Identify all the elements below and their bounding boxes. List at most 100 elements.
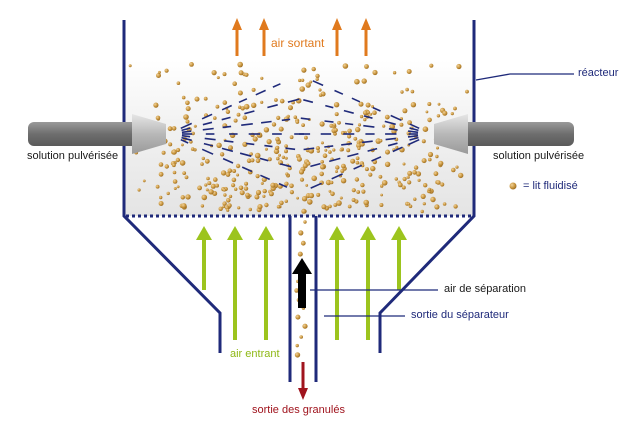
particle bbox=[278, 153, 281, 157]
particle bbox=[433, 171, 439, 177]
particle bbox=[301, 208, 307, 214]
particle bbox=[289, 135, 294, 140]
particle bbox=[289, 190, 294, 195]
particle bbox=[333, 203, 338, 207]
particle bbox=[422, 126, 429, 132]
spray-dash bbox=[324, 145, 334, 148]
particle bbox=[415, 171, 422, 177]
particle bbox=[394, 177, 398, 181]
legend-particle-icon bbox=[509, 182, 517, 190]
particle bbox=[355, 156, 360, 161]
particle bbox=[380, 184, 384, 188]
reactor-label: réacteur bbox=[578, 67, 619, 79]
particle bbox=[222, 188, 226, 192]
particle bbox=[421, 158, 427, 164]
particle bbox=[167, 126, 173, 132]
spray-dash bbox=[341, 142, 353, 146]
particle bbox=[301, 196, 308, 202]
air-out-label: air sortant bbox=[271, 36, 325, 50]
particle bbox=[267, 157, 272, 162]
spray-dash bbox=[363, 115, 373, 119]
particle bbox=[299, 335, 304, 339]
particle bbox=[240, 106, 245, 111]
particle bbox=[340, 178, 347, 184]
particle bbox=[155, 184, 160, 189]
particle bbox=[222, 201, 227, 206]
particle bbox=[423, 183, 428, 188]
particle bbox=[354, 78, 360, 85]
spray-dash bbox=[334, 89, 344, 95]
particle bbox=[379, 139, 383, 143]
particle bbox=[185, 119, 190, 124]
particle bbox=[284, 199, 288, 203]
particle bbox=[347, 204, 352, 209]
spray-dash bbox=[407, 134, 419, 138]
particle bbox=[285, 172, 289, 176]
spray-dash bbox=[181, 136, 192, 142]
particle bbox=[254, 152, 261, 159]
particle bbox=[242, 115, 248, 120]
particle bbox=[355, 160, 360, 165]
particle bbox=[458, 172, 464, 179]
spray-dash bbox=[324, 120, 334, 123]
particle bbox=[369, 112, 373, 116]
particle bbox=[242, 141, 248, 147]
particle bbox=[440, 182, 445, 187]
particle bbox=[236, 112, 241, 117]
particle bbox=[296, 196, 299, 200]
air-out-arrows bbox=[232, 18, 371, 56]
particle bbox=[325, 179, 332, 186]
particle bbox=[232, 169, 237, 173]
particle bbox=[339, 196, 343, 200]
particle bbox=[384, 114, 390, 120]
spray-dash bbox=[392, 146, 403, 153]
particle bbox=[299, 86, 306, 92]
spray-dash bbox=[255, 89, 266, 96]
particle bbox=[436, 114, 441, 118]
spray-dash bbox=[260, 174, 271, 181]
left-spray-nozzle bbox=[28, 114, 166, 154]
particle bbox=[332, 148, 336, 152]
particle bbox=[260, 181, 264, 185]
particle bbox=[204, 183, 208, 187]
particle bbox=[364, 167, 369, 172]
spray-dash bbox=[312, 80, 324, 87]
particle bbox=[328, 189, 332, 193]
spray-dash bbox=[384, 120, 396, 126]
particle bbox=[256, 132, 263, 138]
particle bbox=[453, 106, 457, 111]
particle bbox=[397, 182, 403, 188]
particle bbox=[225, 172, 231, 177]
particle bbox=[234, 187, 238, 191]
particle bbox=[351, 188, 356, 193]
fluid-bed-legend-label: = lit fluidisé bbox=[523, 180, 578, 192]
spray-dash bbox=[303, 99, 314, 104]
leader-lines bbox=[310, 73, 574, 317]
spray-dash bbox=[246, 142, 255, 146]
particle bbox=[362, 110, 368, 116]
particle bbox=[289, 183, 294, 189]
spray-dash bbox=[409, 127, 419, 132]
particle bbox=[244, 181, 249, 186]
particle bbox=[164, 68, 169, 73]
particle bbox=[223, 193, 227, 197]
particle bbox=[193, 124, 197, 128]
particle bbox=[176, 147, 181, 153]
particle bbox=[315, 73, 320, 79]
spray-dash bbox=[278, 182, 288, 188]
particle bbox=[216, 142, 222, 148]
particle bbox=[316, 192, 321, 197]
particle bbox=[420, 209, 424, 214]
particle bbox=[222, 100, 228, 105]
particle bbox=[305, 82, 311, 88]
particle bbox=[203, 96, 208, 101]
particle bbox=[435, 154, 439, 159]
particle bbox=[171, 149, 177, 155]
particle bbox=[251, 102, 257, 109]
spray-dash bbox=[221, 116, 231, 121]
particle bbox=[268, 191, 274, 197]
particle bbox=[385, 149, 390, 155]
particle bbox=[181, 203, 187, 209]
particle bbox=[417, 178, 421, 182]
